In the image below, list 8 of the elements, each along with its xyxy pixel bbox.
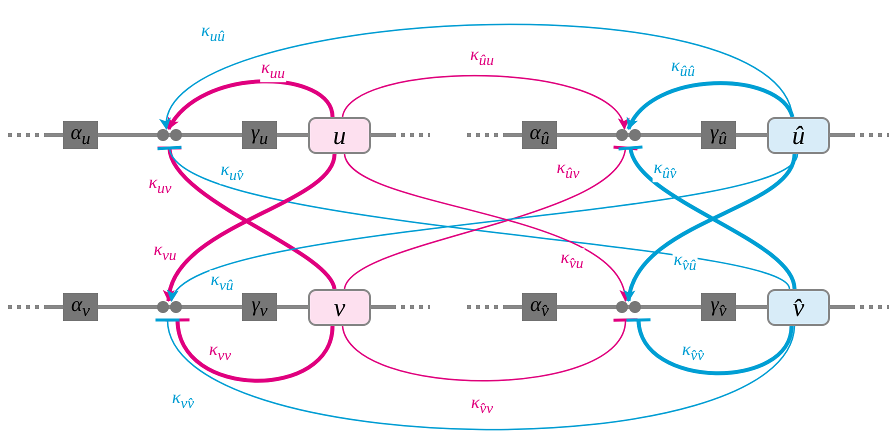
parameter-box: α$_{v}$ — [63, 293, 98, 321]
binding-site — [616, 301, 641, 313]
binding-site — [616, 129, 641, 141]
protein-box: û — [767, 117, 830, 154]
protein-box: v̂ — [767, 289, 830, 326]
binding-site — [157, 129, 182, 141]
parameter-box: α$_{u}$ — [63, 121, 98, 149]
binding-site — [157, 301, 182, 313]
